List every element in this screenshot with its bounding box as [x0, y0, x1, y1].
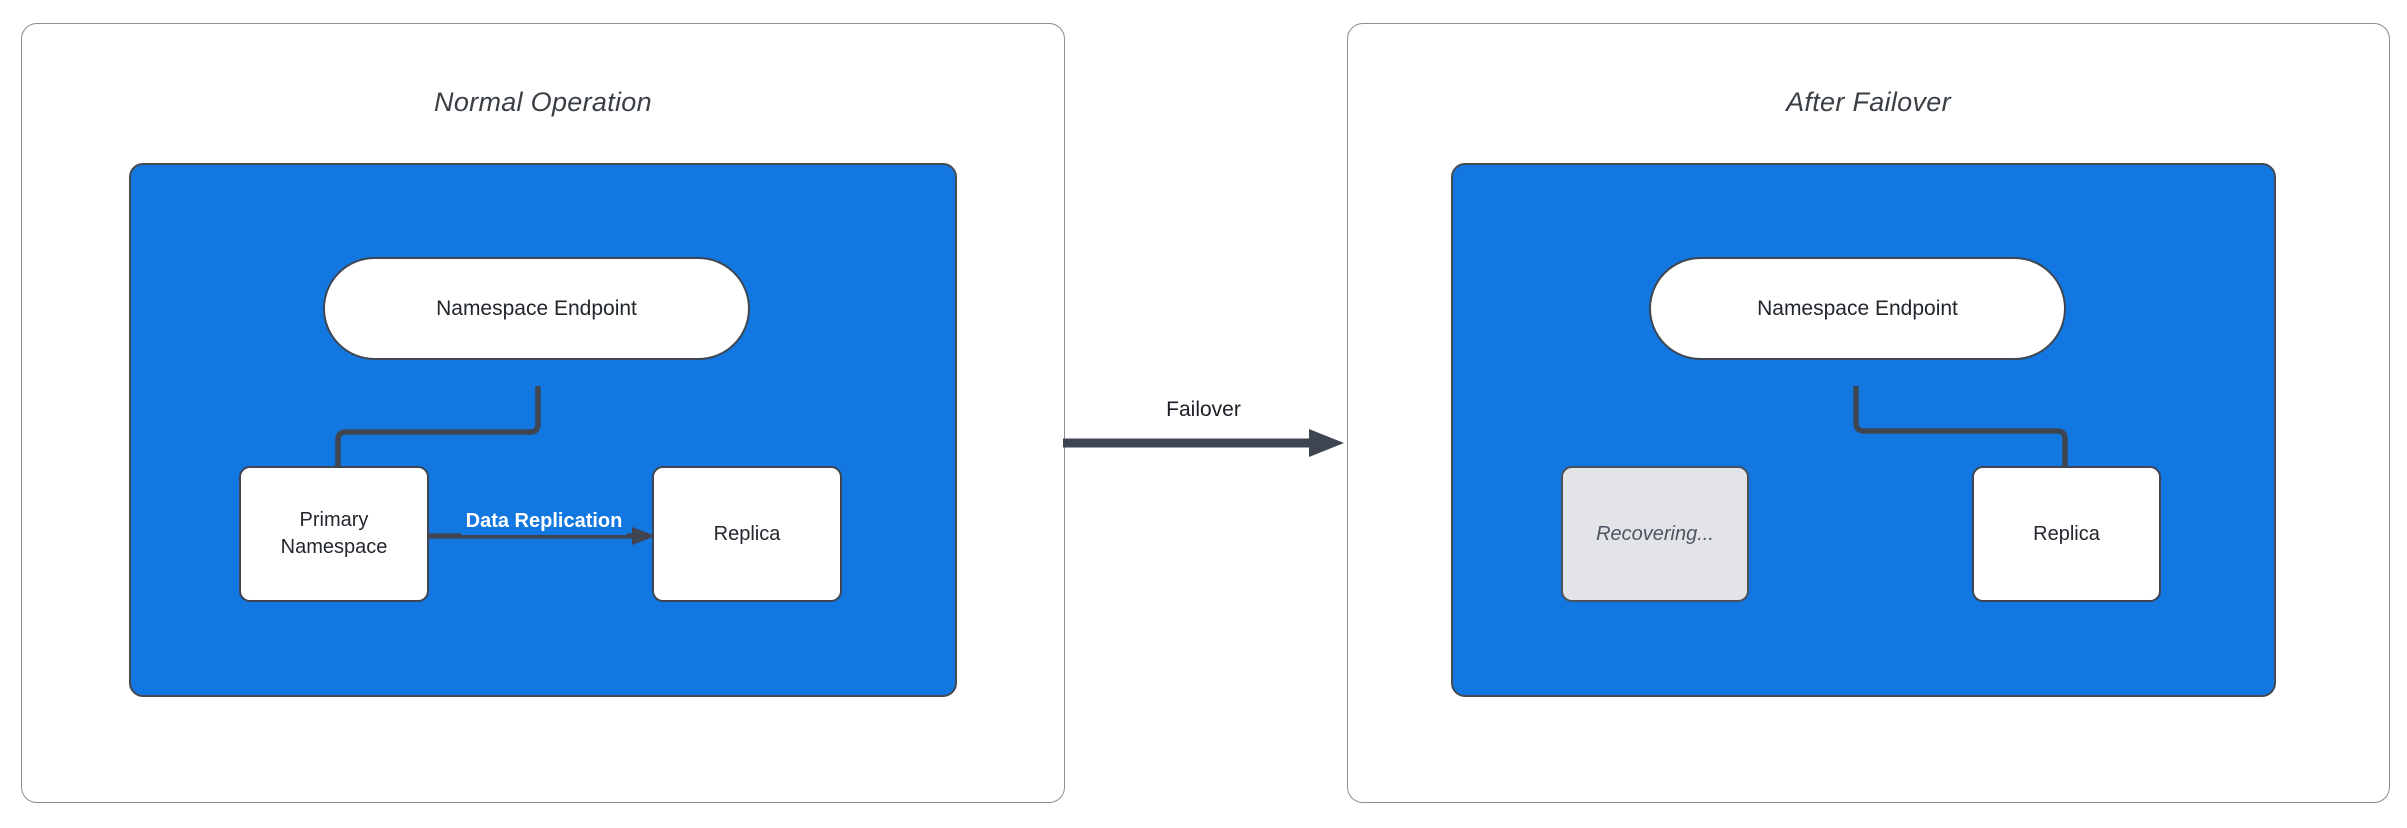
failover-edge-label: Failover — [1166, 398, 1241, 421]
arrowhead-right-icon — [632, 527, 656, 545]
after-failover-panel: After Failover Namespace Endpoint Recove… — [1347, 23, 2390, 803]
primary-namespace-node: Primary Namespace — [239, 466, 429, 602]
namespace-endpoint-node: Namespace Endpoint — [323, 257, 750, 360]
replication-arrow — [429, 527, 656, 545]
recovering-node: Recovering... — [1561, 466, 1749, 602]
namespace-container-failover: Namespace Endpoint Recovering... Replica — [1451, 163, 2276, 697]
failover-arrow — [1063, 429, 1344, 457]
panel-title-normal-operation: Normal Operation — [434, 87, 652, 117]
replica-node-failover: Replica — [1972, 466, 2161, 602]
arrowhead-right-icon — [1309, 429, 1344, 457]
normal-operation-panel: Normal Operation Namespace Endpoint Prim… — [21, 23, 1065, 803]
namespace-endpoint-node: Namespace Endpoint — [1649, 257, 2066, 360]
replica-node-normal: Replica — [652, 466, 842, 602]
panel-title-after-failover: After Failover — [1786, 87, 1951, 117]
namespace-container-normal: Namespace Endpoint Primary Namespace Dat… — [129, 163, 957, 697]
